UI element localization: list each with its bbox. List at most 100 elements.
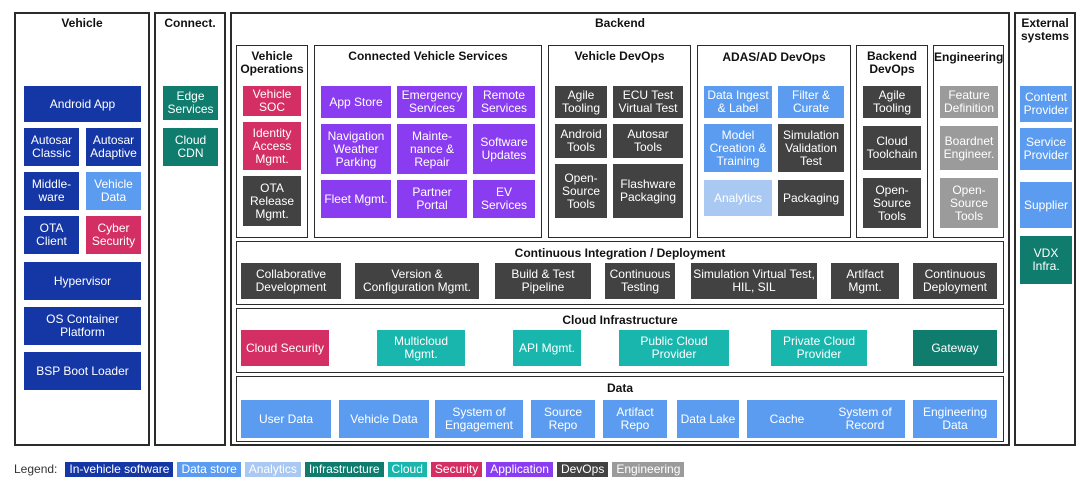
data-title: Data	[606, 381, 633, 395]
autosar-tools-box: Autosar Tools	[613, 124, 683, 158]
adas-devops-group: ADAS/AD DevOps Data Ingest & Label Filte…	[697, 45, 851, 238]
artifact-repo-box: Artifact Repo	[603, 400, 667, 438]
cloud-security-box: Cloud Security	[241, 330, 329, 366]
autosar-adaptive-box: Autosar Adaptive	[86, 128, 141, 166]
ota-release-box: OTA Release Mgmt.	[243, 176, 301, 226]
vehicle-operations-title: Vehicle Operations	[240, 49, 304, 76]
system-of-record-box: System of Record	[825, 400, 905, 438]
cloud-cdn-box: Cloud CDN	[163, 128, 218, 166]
packaging-box: Packaging	[778, 180, 844, 216]
feature-definition-box: Feature Definition	[940, 86, 998, 118]
identity-access-box: Identity Access Mgmt.	[243, 122, 301, 170]
continuous-testing-box: Continuous Testing	[605, 263, 675, 299]
vehicle-devops-group: Vehicle DevOps Agile Tooling ECU Test Vi…	[548, 45, 691, 238]
public-cloud-box: Public Cloud Provider	[619, 330, 729, 366]
connect-panel: Connect. Edge Services Cloud CDN	[154, 12, 226, 446]
software-updates-box: Software Updates	[473, 124, 535, 174]
vehicle-devops-title: Vehicle DevOps	[574, 49, 665, 63]
system-of-engagement-box: System of Engagement	[435, 400, 523, 438]
vehicle-title: Vehicle	[61, 16, 103, 30]
adas-devops-title: ADAS/AD DevOps	[722, 50, 826, 64]
backend-devops-group: Backend DevOps Agile Tooling Cloud Toolc…	[856, 45, 928, 238]
engineering-group: Engineering Feature Definition Boardnet …	[933, 45, 1004, 238]
legend-cloud: Cloud	[387, 461, 427, 477]
supplier-box: Supplier	[1020, 182, 1072, 228]
android-app-box: Android App	[24, 86, 141, 122]
ota-client-box: OTA Client	[24, 216, 79, 254]
ev-services-box: EV Services	[473, 180, 535, 218]
backend-panel: Backend Vehicle Operations Vehicle SOC I…	[230, 12, 1010, 446]
cloud-infrastructure-title: Cloud Infrastructure	[562, 313, 678, 327]
vehicle-soc-box: Vehicle SOC	[243, 86, 301, 116]
legend-devops: DevOps	[556, 461, 609, 477]
maintenance-box: Mainte-nance & Repair	[397, 124, 467, 174]
gateway-box: Gateway	[913, 330, 997, 366]
cyber-security-box: Cyber Security	[86, 216, 141, 254]
emergency-services-box: Emergency Services	[397, 86, 467, 118]
hypervisor-box: Hypervisor	[24, 262, 141, 300]
api-mgmt-box: API Mgmt.	[513, 330, 581, 366]
collaborative-development-box: Collaborative Development	[241, 263, 341, 299]
vehicle-data-box: Vehicle Data	[86, 172, 141, 210]
ecu-test-box: ECU Test Virtual Test	[613, 86, 683, 118]
engineering-title: Engineering	[934, 50, 1004, 64]
private-cloud-box: Private Cloud Provider	[771, 330, 867, 366]
continuous-deployment-box: Continuous Deployment	[913, 263, 997, 299]
simulation-validation-box: Simulation Validation Test	[778, 124, 844, 172]
legend-analytics: Analytics	[244, 461, 301, 477]
engineering-open-source-box: Open-Source Tools	[940, 178, 998, 228]
vehicle-panel: Vehicle Android App Autosar Classic Auto…	[14, 12, 150, 446]
filter-curate-box: Filter & Curate	[778, 86, 844, 118]
data-group: Data User Data Vehicle Data System of En…	[236, 376, 1004, 442]
vehicle-data-store-box: Vehicle Data	[339, 400, 429, 438]
backend-devops-title: Backend DevOps	[866, 49, 918, 76]
legend-data-store: Data store	[177, 461, 241, 477]
backend-open-source-box: Open-Source Tools	[863, 178, 921, 228]
cloud-toolchain-box: Cloud Toolchain	[863, 126, 921, 170]
engineering-data-box: Engineering Data	[913, 400, 997, 438]
legend: Legend: In-vehicle software Data store A…	[14, 461, 685, 477]
bsp-boot-loader-box: BSP Boot Loader	[24, 352, 141, 390]
external-title: External systems	[1020, 16, 1070, 43]
fleet-mgmt-box: Fleet Mgmt.	[321, 180, 391, 218]
analytics-box: Analytics	[704, 180, 772, 216]
backend-agile-tooling-box: Agile Tooling	[863, 86, 921, 118]
model-creation-box: Model Creation & Training	[704, 124, 772, 172]
cache-box: Cache	[747, 400, 827, 438]
data-lake-box: Data Lake	[677, 400, 739, 438]
multicloud-mgmt-box: Multicloud Mgmt.	[377, 330, 465, 366]
data-ingest-box: Data Ingest & Label	[704, 86, 772, 118]
middleware-box: Middle-ware	[24, 172, 79, 210]
connect-title: Connect.	[164, 16, 216, 30]
vehicle-operations-group: Vehicle Operations Vehicle SOC Identity …	[236, 45, 308, 238]
connected-vehicle-title: Connected Vehicle Services	[348, 49, 508, 63]
remote-services-box: Remote Services	[473, 86, 535, 118]
cloud-infrastructure-group: Cloud Infrastructure Cloud Security Mult…	[236, 308, 1004, 373]
legend-label: Legend:	[14, 462, 58, 476]
cicd-group: Continuous Integration / Deployment Coll…	[236, 241, 1004, 305]
legend-security: Security	[430, 461, 483, 477]
os-container-box: OS Container Platform	[24, 307, 141, 345]
vdx-infra-box: VDX Infra.	[1020, 236, 1072, 284]
legend-in-vehicle: In-vehicle software	[65, 461, 174, 477]
backend-title: Backend	[594, 16, 646, 30]
build-test-box: Build & Test Pipeline	[495, 263, 591, 299]
legend-engineering: Engineering	[612, 461, 685, 477]
simulation-virtual-box: Simulation Virtual Test, HIL, SIL	[691, 263, 817, 299]
external-panel: External systems Content Provider Servic…	[1014, 12, 1076, 446]
flashware-packaging-box: Flashware Packaging	[613, 164, 683, 218]
android-tools-box: Android Tools	[555, 124, 607, 158]
open-source-tools-box: Open-Source Tools	[555, 164, 607, 218]
service-provider-box: Service Provider	[1020, 128, 1072, 170]
cicd-title: Continuous Integration / Deployment	[514, 246, 726, 260]
artifact-mgmt-box: Artifact Mgmt.	[831, 263, 899, 299]
boardnet-engineer-box: Boardnet Engineer.	[940, 126, 998, 170]
legend-infrastructure: Infrastructure	[304, 461, 384, 477]
app-store-box: App Store	[321, 86, 391, 118]
version-config-box: Version & Configuration Mgmt.	[355, 263, 479, 299]
legend-application: Application	[486, 461, 553, 477]
connected-vehicle-group: Connected Vehicle Services App Store Eme…	[314, 45, 542, 238]
content-provider-box: Content Provider	[1020, 86, 1072, 122]
agile-tooling-box: Agile Tooling	[555, 86, 607, 118]
autosar-classic-box: Autosar Classic	[24, 128, 79, 166]
